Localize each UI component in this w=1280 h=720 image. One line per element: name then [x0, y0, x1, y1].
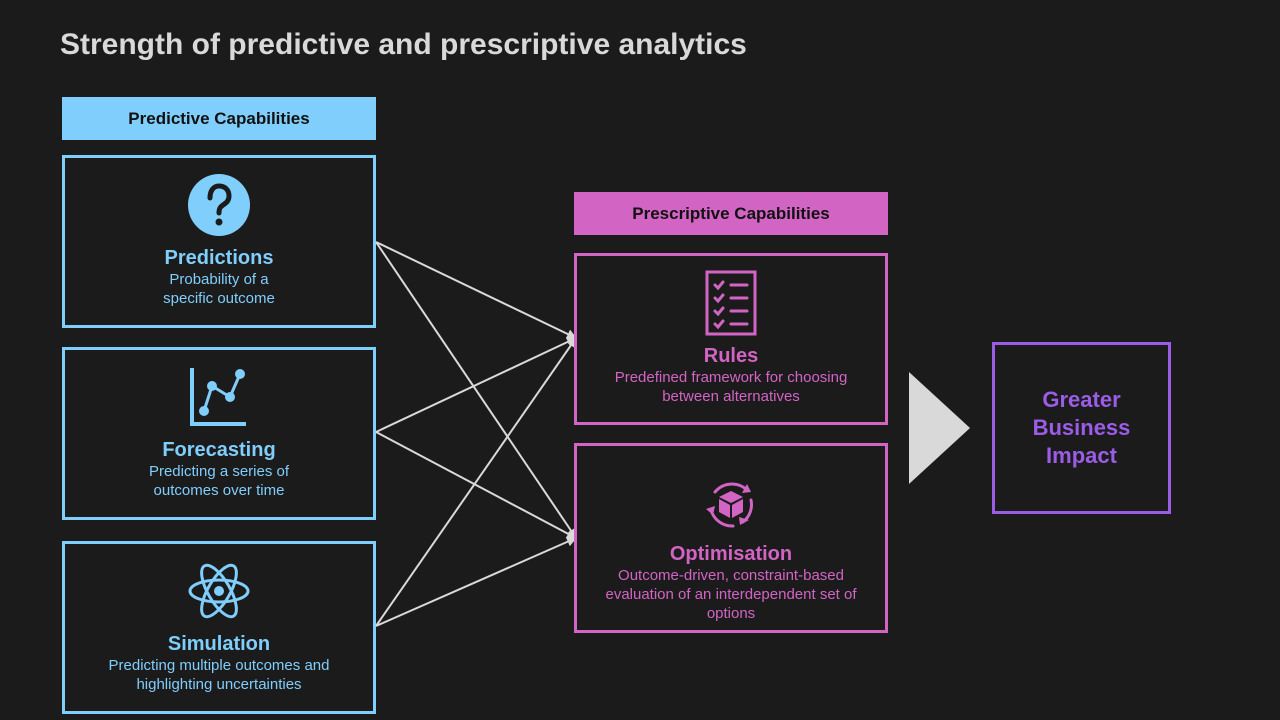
optimisation-desc: Outcome-driven, constraint-based evaluat… — [605, 567, 857, 622]
prescriptive-header: Prescriptive Capabilities — [574, 192, 888, 235]
simulation-desc: Predicting multiple outcomes and highlig… — [108, 657, 330, 693]
connector-line — [375, 241, 577, 539]
checklist-icon — [705, 270, 757, 336]
connector-line — [375, 537, 577, 627]
optimisation-name: Optimisation — [669, 543, 793, 565]
prediction-card: Predictions Probability of a specific ou… — [62, 155, 376, 328]
simulation-name: Simulation — [167, 633, 271, 655]
cycle-package-icon — [703, 474, 759, 534]
forecasting-desc: Predicting a series of outcomes over tim… — [148, 463, 290, 499]
prediction-desc: Probability of a specific outcome — [163, 271, 275, 307]
rules-name: Rules — [703, 345, 759, 367]
connector-line — [375, 337, 577, 627]
rules-card: Rules Predefined framework for choosing … — [574, 253, 888, 425]
rules-desc: Predefined framework for choosing betwee… — [614, 369, 848, 405]
question-mark-icon — [187, 172, 251, 238]
forecasting-card: Forecasting Predicting a series of outco… — [62, 347, 376, 520]
connector-line — [375, 431, 577, 539]
optimisation-card: Optimisation Outcome-driven, constraint-… — [574, 443, 888, 633]
impact-arrow-icon — [909, 372, 970, 484]
atom-icon — [187, 558, 251, 624]
prediction-name: Predictions — [164, 247, 274, 269]
connector-line — [375, 241, 577, 339]
simulation-card: Simulation Predicting multiple outcomes … — [62, 541, 376, 714]
line-chart-icon — [188, 364, 250, 430]
connector-line — [375, 337, 577, 433]
predictive-header: Predictive Capabilities — [62, 97, 376, 140]
page-title: Strength of predictive and prescriptive … — [60, 28, 747, 61]
forecasting-name: Forecasting — [162, 439, 276, 461]
impact-box: Greater Business Impact — [992, 342, 1171, 514]
